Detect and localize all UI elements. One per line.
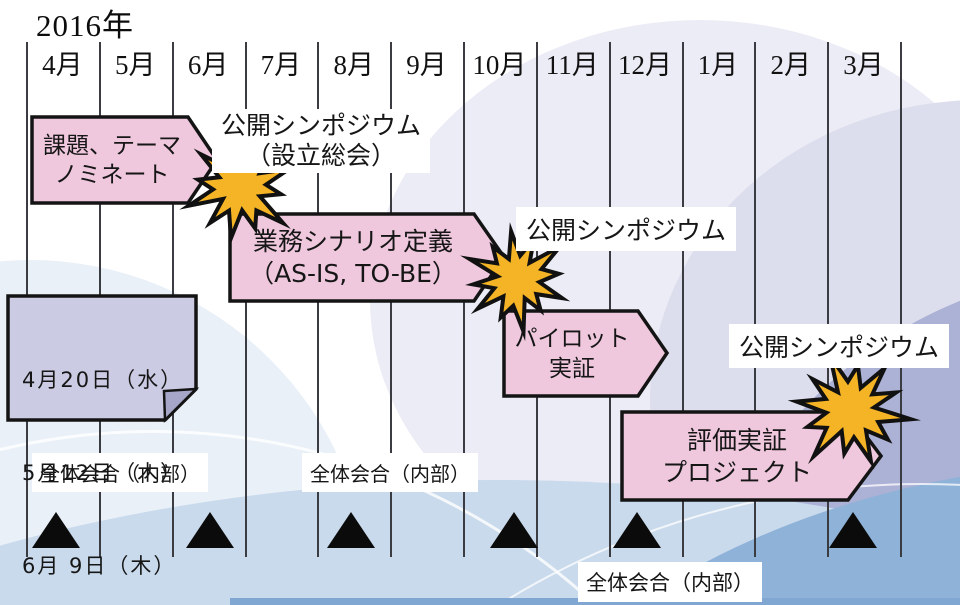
meeting-label: 全体会合（内部） [32, 453, 208, 492]
event-line: 公開シンポジウム [526, 216, 727, 245]
event-symposium-founding-label: 公開シンポジウム （設立総会） [212, 109, 430, 173]
month-label: 8月 [333, 50, 374, 80]
month-label: 11月 [545, 50, 599, 80]
month-label: 4月 [42, 50, 83, 80]
note-line: 6月 9日（木） [22, 554, 177, 578]
month-gridline [827, 42, 830, 557]
month-label: 6月 [187, 50, 229, 80]
meeting-marker-dec [613, 512, 661, 548]
month-label: 7月 [260, 50, 302, 80]
note-line: 5月12日（木） [22, 461, 184, 485]
note-line: 4月20日（水） [22, 368, 184, 392]
month-header-row: 4月 5月 6月 7月 8月 9月 10月 11月 12月 1月 2月 3月 [26, 46, 900, 84]
meeting-label: 全体会合（内部） [302, 453, 478, 492]
month-gridline [681, 42, 684, 557]
event-line: （設立総会） [245, 141, 396, 170]
event-symposium-autumn-label: 公開シンポジウム [516, 207, 737, 251]
meeting-marker-mar [829, 512, 877, 548]
banner-evaluation-project-label: 評価実証 プロジェクト [624, 415, 850, 498]
month-label: 1月 [697, 50, 739, 80]
banner-line: 業務シナリオ定義 [252, 227, 453, 256]
month-label: 10月 [472, 50, 527, 80]
month-label: 9月 [406, 50, 447, 80]
banner-line: 実証 [549, 356, 595, 382]
banner-pilot-trial [502, 309, 670, 398]
banner-pilot-trial-label: パイロット 実証 [506, 314, 638, 394]
month-gridline [900, 42, 902, 557]
banner-line: プロジェクト [661, 457, 812, 487]
banner-line: 課題、テーマ [43, 133, 181, 159]
month-label: 3月 [843, 50, 884, 80]
banner-line: パイロット [514, 326, 630, 352]
event-line: 公開シンポジウム [739, 333, 940, 362]
month-gridline [754, 42, 757, 557]
meeting-marker-jun [186, 512, 234, 548]
month-label: 2月 [770, 50, 811, 80]
banner-line: 評価実証 [686, 425, 787, 455]
meeting-marker-oct [490, 512, 538, 548]
month-label: 5月 [114, 50, 156, 80]
banner-scenario-definition-label: 業務シナリオ定義 （AS-IS, TO-BE） [232, 217, 474, 299]
banner-evaluation-project [620, 410, 884, 502]
meeting-marker-aug [327, 512, 375, 548]
event-line: 公開シンポジウム [220, 111, 421, 140]
meeting-label: 全体会合（内部） [578, 562, 762, 602]
banner-line: （AS-IS, TO-BE） [249, 259, 457, 288]
banner-theme-nomination-label: 課題、テーマ ノミネート [34, 121, 190, 201]
meeting-marker-apr [32, 512, 80, 548]
banner-line: ノミネート [54, 162, 170, 188]
note-text: 4月20日（水） 5月12日（木） 6月 9日（木） [22, 303, 183, 605]
page-title: 2016年 [36, 8, 134, 43]
month-gridline [608, 42, 611, 557]
event-symposium-final-label: 公開シンポジウム [729, 324, 950, 368]
month-label: 12月 [618, 50, 673, 80]
note-box-fold-icon [162, 387, 200, 423]
